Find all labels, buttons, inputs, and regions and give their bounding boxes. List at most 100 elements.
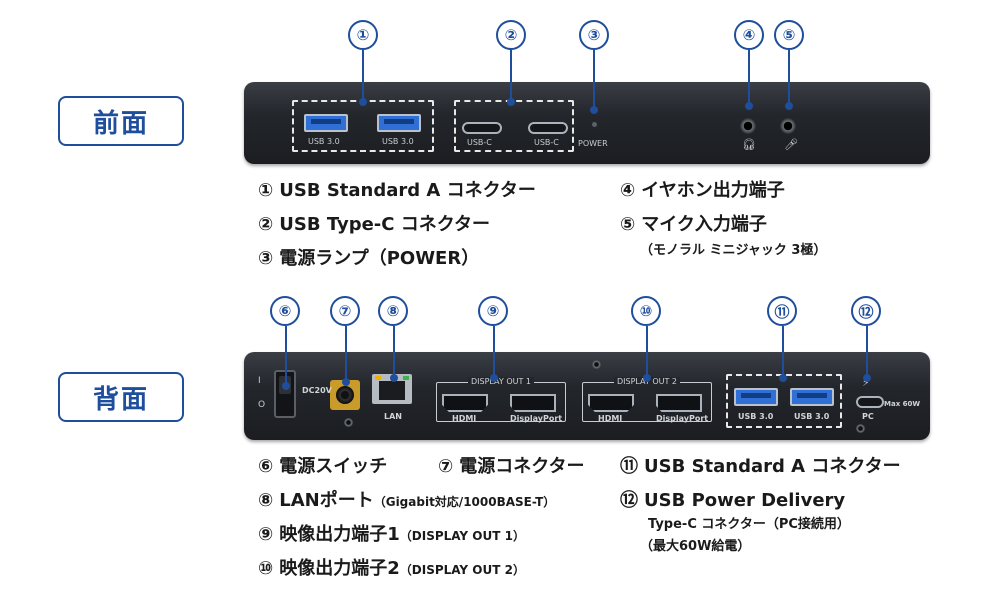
- front-desc-1-num: ①: [258, 180, 274, 201]
- back-desc-8-text: LANポート: [279, 490, 374, 511]
- lan-caption: LAN: [384, 412, 402, 421]
- display-out-1-box: DISPLAY OUT 1: [436, 377, 566, 422]
- marker-12: ⑫: [851, 296, 881, 326]
- front-desc-5-num: ⑤: [620, 214, 636, 235]
- front-usb-c-caption-1: USB-C: [467, 138, 492, 147]
- screw-3: [856, 424, 865, 433]
- marker-3: ③: [579, 20, 609, 50]
- back-desc-11: ⑪ USB Standard A コネクター: [620, 456, 901, 478]
- marker-5: ⑤: [774, 20, 804, 50]
- marker-8: ⑧: [378, 296, 408, 326]
- front-panel: USB 3.0 USB 3.0 USB-C USB-C POWER 🎧︎ 🎤︎: [244, 82, 930, 164]
- back-desc-8-note: （Gigabit対応/1000BASE-T）: [373, 495, 556, 509]
- leader-line-7: [345, 326, 347, 382]
- leader-dot-3: [590, 106, 598, 114]
- pd-usb-c-port: [856, 396, 884, 408]
- pc-caption: PC: [862, 412, 874, 421]
- front-usb-a-caption-2: USB 3.0: [382, 137, 414, 146]
- front-desc-4-text: イヤホン出力端子: [641, 180, 785, 201]
- back-desc-7-text: 電源コネクター: [459, 456, 585, 477]
- hdmi-2-caption: HDMI: [598, 414, 623, 423]
- marker-7: ⑦: [330, 296, 360, 326]
- leader-dot-10: [643, 374, 651, 382]
- front-usb-a-port-1: [304, 114, 348, 132]
- front-usb-a-caption-1: USB 3.0: [308, 137, 340, 146]
- microphone-icon: 🎤︎: [784, 138, 798, 151]
- front-desc-3-text: 電源ランプ（POWER）: [279, 248, 480, 269]
- hdmi-1-caption: HDMI: [452, 414, 477, 423]
- front-section-label: 前面: [58, 96, 184, 146]
- hdmi-port-1: [442, 394, 488, 412]
- power-led: [592, 122, 597, 127]
- dp-1-caption: DisplayPort: [510, 414, 563, 423]
- pd-note-1: Type-C コネクター（PC接続用）: [648, 517, 850, 532]
- back-desc-12-text: USB Power Delivery: [644, 490, 846, 511]
- leader-line-1: [362, 50, 364, 102]
- back-desc-6-num: ⑥: [258, 456, 274, 477]
- leader-dot-11: [779, 374, 787, 382]
- front-desc-5-text: マイク入力端子: [641, 214, 767, 235]
- back-desc-11-num: ⑪: [620, 456, 638, 477]
- back-desc-12-num: ⑫: [620, 490, 638, 511]
- leader-line-8: [393, 326, 395, 378]
- back-usb-a-caption-2: USB 3.0: [794, 412, 830, 421]
- dp-2-caption: DisplayPort: [656, 414, 709, 423]
- dc-caption: DC20V: [302, 386, 332, 395]
- leader-dot-9: [490, 374, 498, 382]
- laptop-charge-icon: ⚡︎: [862, 376, 870, 389]
- back-desc-12: ⑫ USB Power Delivery: [620, 490, 845, 512]
- leader-line-5: [788, 50, 790, 106]
- front-desc-2-text: USB Type-C コネクター: [279, 214, 491, 235]
- lan-led-left: [375, 376, 381, 380]
- headphone-icon: 🎧︎: [742, 138, 756, 151]
- pd-note-2: （最大60W給電）: [640, 539, 751, 554]
- displayport-2: [656, 394, 702, 412]
- power-caption: POWER: [578, 139, 608, 148]
- mic-note: （モノラル ミニジャック 3極）: [640, 243, 827, 258]
- front-desc-4-num: ④: [620, 180, 636, 201]
- marker-11: ⑪: [767, 296, 797, 326]
- leader-line-6: [285, 326, 287, 386]
- microphone-jack: [780, 118, 796, 134]
- marker-4: ④: [734, 20, 764, 50]
- power-switch: [274, 370, 296, 418]
- back-usb-a-port-1: [734, 388, 778, 406]
- screw-1: [344, 418, 353, 427]
- marker-6: ⑥: [270, 296, 300, 326]
- leader-line-10: [646, 326, 648, 378]
- leader-dot-1: [359, 98, 367, 106]
- back-desc-10-text: 映像出力端子2: [279, 558, 400, 579]
- leader-dot-12: [863, 374, 871, 382]
- back-desc-11-text: USB Standard A コネクター: [644, 456, 901, 477]
- front-usb-c-caption-2: USB-C: [534, 138, 559, 147]
- leader-dot-4: [745, 102, 753, 110]
- screw-2: [592, 360, 601, 369]
- leader-line-11: [782, 326, 784, 378]
- leader-line-4: [748, 50, 750, 106]
- max-caption: Max 60W: [884, 400, 921, 408]
- back-desc-10-num: ⑩: [258, 558, 274, 579]
- marker-1: ①: [348, 20, 378, 50]
- leader-dot-6: [282, 382, 290, 390]
- back-desc-10-note: （DISPLAY OUT 2）: [399, 563, 525, 577]
- marker-2: ②: [496, 20, 526, 50]
- switch-off-label: O: [258, 400, 266, 410]
- marker-10: ⑩: [631, 296, 661, 326]
- leader-dot-7: [342, 378, 350, 386]
- back-desc-6-text: 電源スイッチ: [279, 456, 388, 477]
- leader-line-3: [593, 50, 595, 110]
- back-desc-9-note: （DISPLAY OUT 1）: [399, 529, 525, 543]
- display-out-1-title: DISPLAY OUT 1: [437, 377, 565, 387]
- back-usb-a-port-2: [790, 388, 834, 406]
- lan-led-right: [403, 376, 409, 380]
- front-desc-2-num: ②: [258, 214, 274, 235]
